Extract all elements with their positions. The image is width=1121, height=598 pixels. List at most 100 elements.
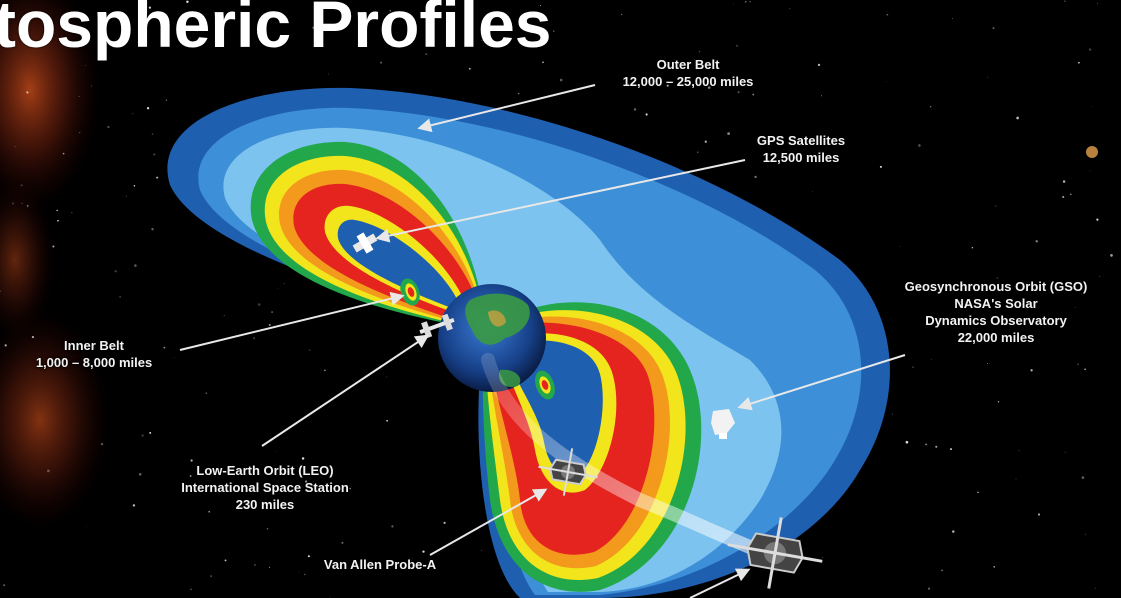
gps-name: GPS Satellites	[756, 133, 846, 148]
star	[132, 504, 136, 507]
star	[559, 78, 563, 82]
star	[148, 6, 152, 9]
star	[1084, 533, 1086, 535]
probe-trajectory	[481, 353, 777, 562]
star	[189, 475, 192, 477]
star	[977, 491, 979, 494]
star	[1092, 105, 1094, 107]
star	[26, 204, 29, 207]
star	[329, 596, 331, 598]
star	[817, 63, 821, 67]
gps-satellite	[352, 232, 378, 254]
star	[165, 99, 167, 101]
star	[1077, 363, 1079, 365]
star	[114, 270, 117, 273]
label-outer-belt: Outer Belt 12,000 – 25,000 miles	[598, 56, 778, 90]
label-gps: GPS Satellites 12,500 miles	[736, 132, 866, 166]
iss	[419, 313, 455, 339]
star	[0, 290, 1, 293]
star	[1062, 195, 1065, 199]
star	[79, 132, 81, 134]
star	[696, 151, 699, 153]
arrow-gso	[737, 354, 906, 411]
earth	[438, 284, 546, 392]
star	[481, 39, 483, 41]
star	[905, 440, 909, 444]
star	[151, 228, 154, 231]
star	[930, 358, 932, 360]
star	[47, 469, 50, 473]
star	[1097, 2, 1098, 4]
star	[744, 0, 747, 3]
star	[492, 43, 495, 47]
star	[694, 84, 695, 86]
star	[754, 175, 757, 179]
star	[14, 146, 16, 148]
star	[380, 61, 383, 64]
star	[153, 153, 156, 156]
star	[749, 1, 751, 3]
star	[925, 443, 927, 446]
page-title: tospheric Profiles	[0, 0, 552, 61]
star	[918, 144, 921, 147]
gso-line3: Dynamics Observatory	[925, 313, 1067, 328]
star	[125, 195, 127, 197]
star	[146, 107, 150, 110]
star	[26, 91, 29, 94]
star	[301, 457, 305, 460]
star	[789, 8, 791, 10]
arrow-leo	[261, 334, 430, 447]
star	[1099, 275, 1101, 277]
star	[190, 588, 192, 591]
star	[1110, 254, 1113, 257]
inner-belt	[400, 278, 555, 400]
star	[992, 27, 995, 30]
star	[71, 212, 73, 214]
star	[1070, 193, 1072, 196]
star	[173, 357, 175, 359]
star	[223, 314, 225, 317]
star	[1088, 48, 1092, 51]
star	[879, 165, 882, 168]
leader-arrows	[179, 84, 906, 598]
star	[21, 202, 23, 204]
gso-line2: NASA's Solar	[954, 296, 1038, 311]
star	[958, 300, 962, 304]
star	[950, 448, 952, 451]
star	[891, 413, 893, 415]
star	[253, 337, 256, 340]
star	[1089, 170, 1091, 172]
star	[952, 530, 955, 533]
star	[119, 296, 121, 298]
star	[885, 81, 887, 83]
star	[304, 480, 308, 483]
star	[540, 5, 541, 7]
star	[91, 85, 93, 87]
star	[31, 336, 34, 339]
star	[1030, 369, 1033, 372]
star	[52, 245, 55, 248]
star	[737, 91, 740, 94]
planet	[1086, 146, 1098, 158]
star	[107, 125, 110, 129]
star	[3, 584, 6, 587]
star	[1062, 180, 1066, 183]
van-allen-probe-b	[727, 517, 823, 589]
star	[1084, 368, 1086, 371]
outer-belt-distance: 12,000 – 25,000 miles	[622, 74, 754, 89]
star	[370, 16, 371, 17]
star	[1081, 476, 1085, 479]
star	[1075, 307, 1076, 308]
star	[149, 431, 152, 434]
star	[952, 18, 953, 19]
star	[822, 556, 823, 558]
star	[134, 264, 137, 267]
star	[736, 44, 738, 47]
star	[997, 401, 1000, 403]
star	[133, 185, 136, 187]
star	[341, 541, 344, 544]
star	[733, 4, 734, 5]
star	[517, 92, 520, 95]
star	[62, 152, 65, 155]
star	[812, 190, 813, 192]
